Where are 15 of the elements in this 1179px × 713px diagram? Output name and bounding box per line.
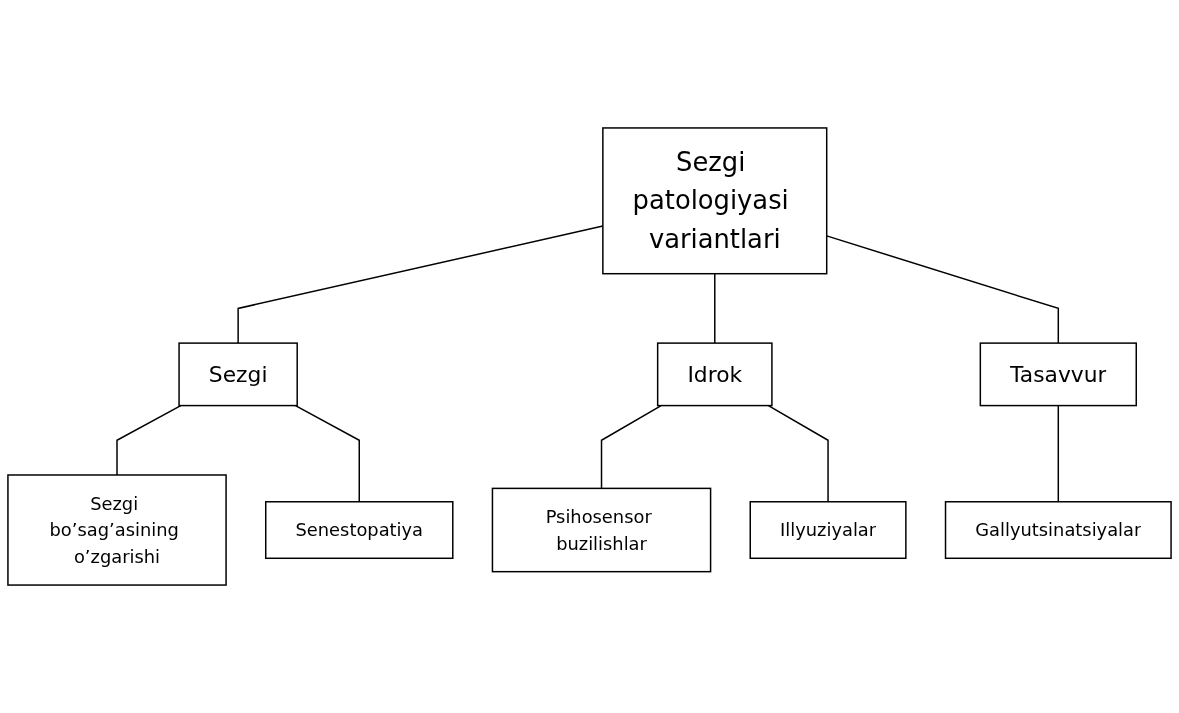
node-box: Sezgi bo’sag’asining o’zgarishi bbox=[7, 474, 227, 586]
node-box: Sezgi patologiyasi variantlari bbox=[602, 127, 828, 275]
node-box: Illyuziyalar bbox=[749, 501, 907, 560]
node-box: Gallyutsinatsiyalar bbox=[944, 501, 1172, 560]
connector bbox=[600, 404, 662, 490]
connector bbox=[714, 272, 716, 344]
node-box: Tasavvur bbox=[979, 342, 1137, 407]
connector bbox=[116, 404, 182, 476]
node-box: Idrok bbox=[656, 342, 773, 407]
connector bbox=[294, 404, 360, 503]
node-box: Sezgi bbox=[178, 342, 298, 407]
node-box: Senestopatiya bbox=[265, 501, 454, 560]
node-box: Psihosensor buzilishlar bbox=[491, 487, 712, 573]
connector bbox=[1057, 404, 1060, 503]
connector bbox=[767, 404, 829, 503]
